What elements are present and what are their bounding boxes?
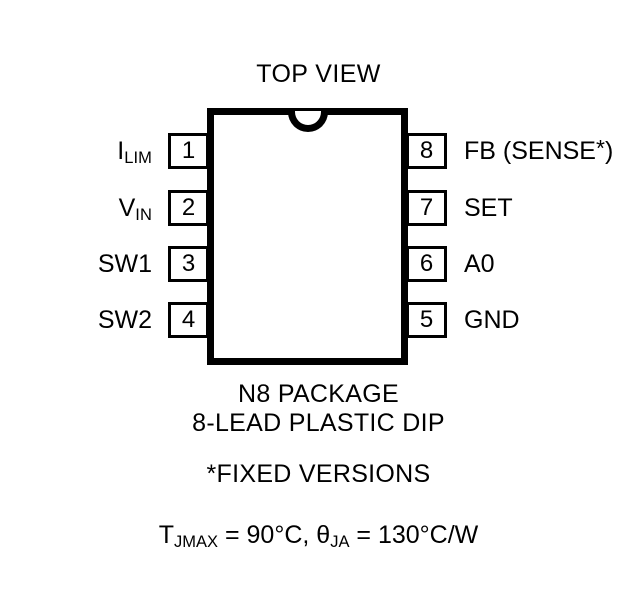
fixed-versions-footnote: *FIXED VERSIONS <box>206 460 431 488</box>
pin-box-7: 7 <box>406 190 447 226</box>
theta-value: = 130°C/W <box>349 521 479 549</box>
package-name-caption: N8 PACKAGE <box>238 380 399 408</box>
tjmax-value: = 90°C, <box>218 521 317 549</box>
pin-label-2-main: V <box>118 193 136 222</box>
pin-row-1: ILIM 1 <box>0 133 209 169</box>
tjmax-subscript: JMAX <box>174 533 219 552</box>
pin-label-6-pre: A0 <box>464 249 495 278</box>
pin-row-7: 7 SET <box>406 190 637 226</box>
pin-label-8-post: ) <box>604 136 614 165</box>
pin-box-2: 2 <box>168 190 209 226</box>
pin-row-5: 5 GND <box>406 302 637 338</box>
pin-label-3: SW1 <box>97 249 152 278</box>
pin-label-4: SW2 <box>97 305 152 334</box>
pin-row-3: SW1 3 <box>0 246 209 282</box>
pin-box-5: 5 <box>406 302 447 338</box>
pin-box-6: 6 <box>406 246 447 282</box>
top-view-title: TOP VIEW <box>256 60 381 88</box>
pin-row-6: 6 A0 <box>406 246 637 282</box>
package-body-outline <box>207 108 408 365</box>
tjmax-symbol: T <box>158 521 175 549</box>
pin-box-3: 3 <box>168 246 209 282</box>
package-notch-icon <box>287 111 328 132</box>
pin-label-8-asterisk: * <box>595 134 605 161</box>
pin-label-3-main: SW1 <box>97 249 152 278</box>
pin-box-1: 1 <box>168 133 209 169</box>
pin-box-4: 4 <box>168 302 209 338</box>
pin-label-8: FB (SENSE*) <box>464 136 614 165</box>
pin-label-2-sub: IN <box>135 205 152 224</box>
pin-box-8: 8 <box>406 133 447 169</box>
pin-label-8-pre: FB (SENSE <box>464 136 596 165</box>
pin-label-1: ILIM <box>117 136 152 167</box>
pin-label-5: GND <box>464 305 520 334</box>
pin-label-4-main: SW2 <box>97 305 152 334</box>
pin-row-4: SW2 4 <box>0 302 209 338</box>
pin-label-6: A0 <box>464 249 495 278</box>
theta-symbol: θ <box>316 521 331 549</box>
lead-type-caption: 8-LEAD PLASTIC DIP <box>192 409 445 437</box>
pin-row-8: 8 FB (SENSE*) <box>406 133 637 169</box>
pin-label-7-pre: SET <box>464 193 513 222</box>
pin-label-5-pre: GND <box>464 305 520 334</box>
pin-label-7: SET <box>464 193 513 222</box>
theta-subscript: JA <box>330 533 350 552</box>
pin-label-1-sub: LIM <box>124 148 152 167</box>
thermal-spec-line: TJMAX = 90°C, θJA = 130°C/W <box>0 521 637 552</box>
pin-label-1-main: I <box>117 136 125 165</box>
pin-row-2: VIN 2 <box>0 190 209 226</box>
pin-label-2: VIN <box>118 193 152 224</box>
